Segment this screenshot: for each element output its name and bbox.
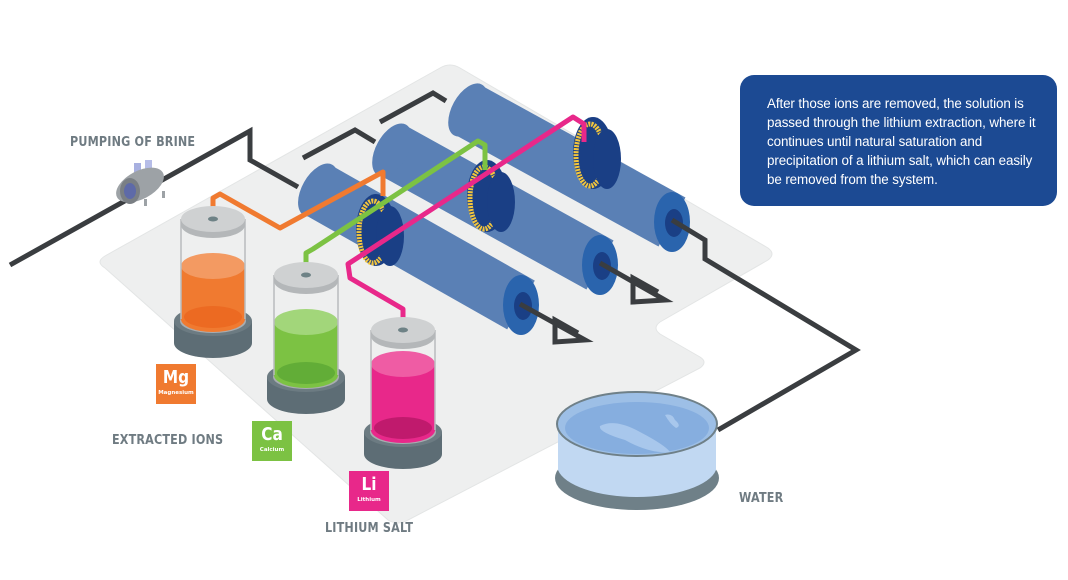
- tank-inlet: [398, 327, 408, 333]
- magnesium-tile: Mg Magnesium: [156, 364, 196, 404]
- liquid-bottom: [277, 362, 335, 384]
- tank-glass: [273, 275, 339, 375]
- tank-glass: [180, 219, 246, 319]
- element-name: Magnesium: [158, 390, 194, 396]
- feed-pipe-2: [301, 127, 377, 161]
- liquid-bottom: [374, 417, 432, 439]
- liquid-surface: [181, 253, 245, 279]
- outlet-pipe-1: [518, 301, 594, 345]
- element-name: Calcium: [259, 447, 285, 453]
- element-name: Lithium: [357, 497, 381, 503]
- water-label: WATER: [739, 491, 784, 506]
- element-symbol: Ca: [261, 424, 283, 445]
- info-box: After those ions are removed, the soluti…: [740, 75, 1057, 206]
- magnesium-tank: [174, 206, 252, 358]
- outlet-pipe-2: [598, 260, 674, 305]
- calcium-tank: [267, 262, 345, 414]
- magnesium-pipe: [210, 169, 386, 231]
- liquid-surface: [371, 351, 435, 377]
- cylinder-back-cap: [372, 123, 412, 177]
- liquid-surface: [274, 309, 338, 335]
- outlet-pipe-3: [670, 217, 861, 433]
- pumping-label: PUMPING OF BRINE: [70, 135, 196, 150]
- water-tub: [555, 391, 719, 510]
- element-symbol: Mg: [162, 367, 190, 388]
- lithium-tank: [364, 317, 442, 469]
- tank-inlet: [208, 216, 218, 222]
- filter-cylinder-3: [448, 83, 690, 252]
- feed-pipe-3: [378, 90, 448, 125]
- lithium-pipe: [345, 114, 587, 330]
- calcium-tile: Ca Calcium: [252, 421, 292, 461]
- extracted-ions-label: EXTRACTED IONS: [112, 433, 224, 448]
- cylinder-back-cap: [448, 83, 488, 137]
- cylinder-body: [454, 85, 686, 247]
- tank-glass: [370, 330, 436, 430]
- element-symbol: Li: [361, 474, 377, 495]
- calcium-pipe: [303, 138, 488, 275]
- collar-edge: [487, 172, 515, 232]
- tank-inlet: [301, 272, 311, 278]
- collar-edge: [593, 129, 621, 189]
- liquid-bottom: [184, 306, 242, 328]
- lithium-tile: Li Lithium: [349, 471, 389, 511]
- lithium-salt-label: LITHIUM SALT: [325, 521, 414, 536]
- pump-icon: [116, 160, 165, 206]
- info-text: After those ions are removed, the soluti…: [767, 96, 1036, 187]
